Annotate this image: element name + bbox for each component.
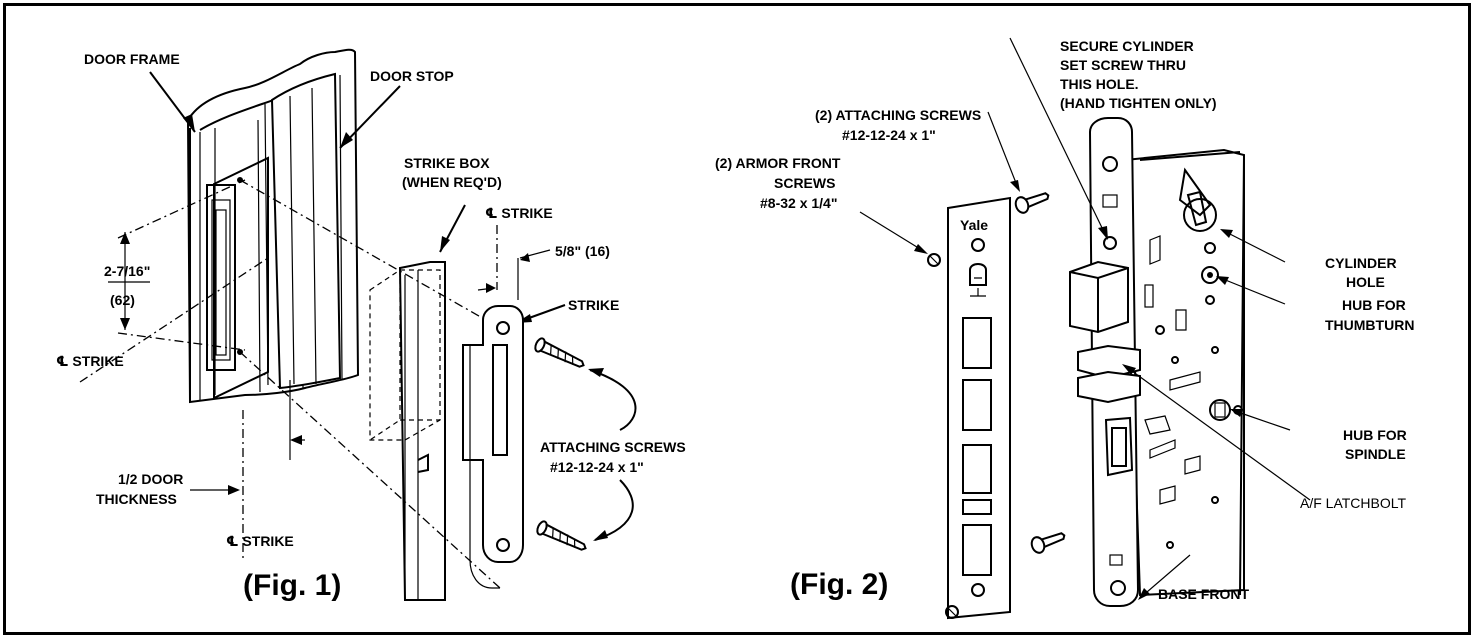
lock-attaching-screws [1014, 192, 1066, 554]
label-cylinder-2: HOLE [1346, 274, 1385, 290]
label-strike-box: STRIKE BOX [404, 155, 490, 171]
label-door-frame: DOOR FRAME [84, 51, 180, 67]
label-base-front: BASE FRONT [1158, 586, 1249, 602]
label-attaching-screws: ATTACHING SCREWS [540, 439, 686, 455]
label-thickness: THICKNESS [96, 491, 177, 507]
label-offset: 5/8" (16) [555, 243, 610, 259]
label-thumb-1: HUB FOR [1342, 297, 1406, 313]
label-attach-1: (2) ATTACHING SCREWS [815, 107, 981, 123]
label-armor-2: SCREWS [774, 175, 835, 191]
brand-logo-text: Yale [960, 217, 988, 233]
figure-1-caption: (Fig. 1) [243, 569, 341, 602]
label-cl-strike-top: ℄ STRIKE [485, 205, 553, 221]
label-armor-1: (2) ARMOR FRONT [715, 155, 841, 171]
label-latchbolt: A/F LATCHBOLT [1300, 495, 1407, 511]
figure-1-leaders [79, 71, 637, 589]
label-dim-62: (62) [110, 292, 135, 308]
figure-2: Yale [715, 37, 1414, 620]
mortise-lock-body [1069, 117, 1245, 607]
label-cl-strike-bottom: ℄ STRIKE [226, 533, 294, 549]
label-strike: STRIKE [568, 297, 619, 313]
label-secure-4: (HAND TIGHTEN ONLY) [1060, 95, 1217, 111]
strike-box [369, 261, 446, 601]
figure-2-leaders [859, 37, 1311, 600]
strike-screws [534, 337, 587, 551]
armor-front-screws [927, 253, 959, 619]
figure-1: DOOR FRAME DOOR STOP STRIKE BOX (WHEN RE… [56, 48, 686, 602]
strike-plate[interactable] [462, 305, 524, 589]
armor-front-plate: Yale [947, 196, 1011, 620]
label-thumb-2: THUMBTURN [1325, 317, 1414, 333]
label-spindle-1: HUB FOR [1343, 427, 1407, 443]
label-dim-2-7-16: 2-7/16" [104, 263, 150, 279]
label-attach-2: #12-12-24 x 1" [842, 127, 936, 143]
page-border [3, 3, 1471, 635]
label-cylinder-1: CYLINDER [1325, 255, 1397, 271]
label-secure-3: THIS HOLE. [1060, 76, 1139, 92]
label-armor-3: #8-32 x 1/4" [760, 195, 837, 211]
label-half-door: 1/2 DOOR [118, 471, 183, 487]
label-attaching-screws-spec: #12-12-24 x 1" [550, 459, 644, 475]
label-cl-strike-left: ℄ STRIKE [56, 353, 124, 369]
door-frame-drawing [186, 48, 360, 404]
figure-2-caption: (Fig. 2) [790, 568, 888, 601]
label-door-stop: DOOR STOP [370, 68, 454, 84]
label-secure-2: SET SCREW THRU [1060, 57, 1186, 73]
label-strike-box-when: (WHEN REQ'D) [402, 174, 502, 190]
label-secure-1: SECURE CYLINDER [1060, 38, 1194, 54]
label-spindle-2: SPINDLE [1345, 446, 1406, 462]
